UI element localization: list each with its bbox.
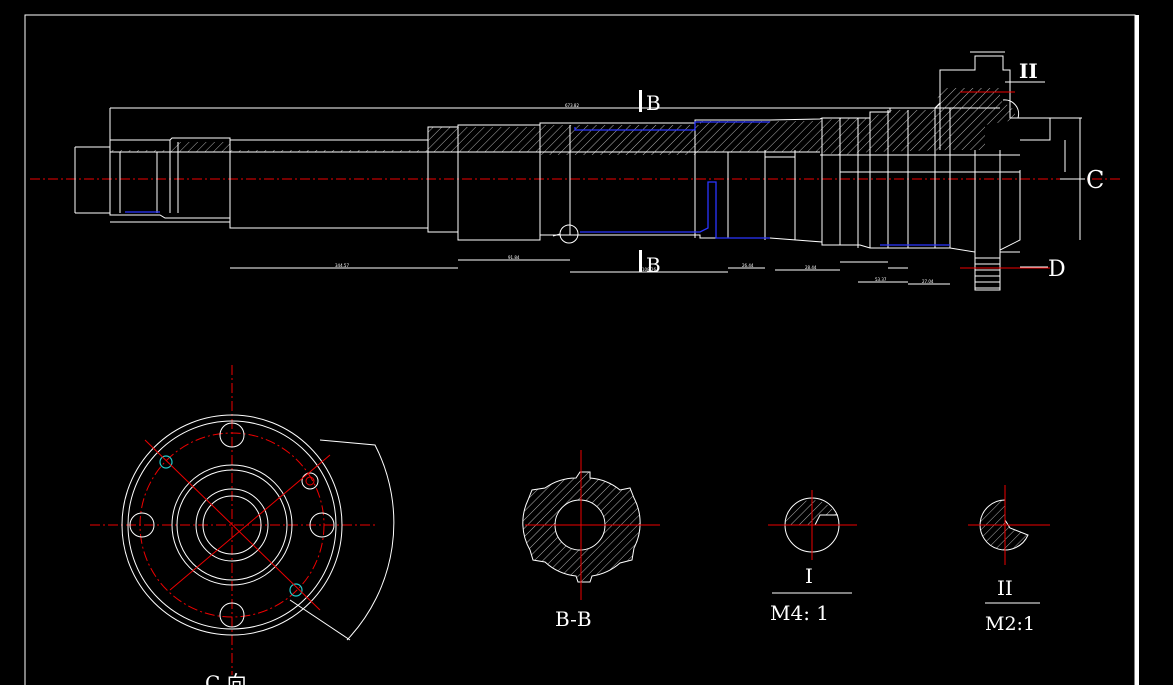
flange-hole-left	[129, 512, 155, 538]
section-label-d: D	[1048, 257, 1066, 282]
b-cut-bottom	[639, 250, 642, 272]
shaft-blue-lines	[125, 121, 950, 246]
flange-hole-right	[309, 512, 335, 538]
d-gear-teeth	[974, 257, 1001, 289]
dim-chain-bottom	[110, 221, 1020, 285]
detail-i-view	[768, 490, 857, 594]
flange-view	[90, 365, 395, 675]
frame-edge	[1135, 15, 1139, 685]
detail-i-scale: M4: 1	[770, 601, 829, 625]
dim-overall	[109, 107, 1000, 140]
section-label-b-bottom: B	[646, 253, 661, 277]
flange-view-title: C 向	[205, 671, 247, 685]
detail-ii-scale: M2:1	[985, 613, 1035, 635]
detail-ii-view	[968, 485, 1050, 604]
dim-bottom-3: 108.26	[642, 267, 656, 272]
detail-ii-callout: II	[1019, 59, 1038, 83]
dim-bottom-1: 344.57	[335, 263, 349, 268]
shaft-main-view: 673.82 344.57 91.84 108.26 26.44 28.44 5…	[30, 51, 1120, 291]
flange-hole-cyan-2	[289, 583, 303, 597]
bb-section-view	[522, 450, 660, 600]
dim-bottom-5: 28.44	[805, 265, 817, 270]
dim-bottom-6: 53.37	[875, 277, 887, 282]
flange-hole-cyan-1	[159, 455, 173, 469]
detail-ii-title: II	[997, 576, 1013, 600]
dim-bottom-2: 91.84	[508, 255, 520, 260]
dim-overall-text: 673.82	[565, 103, 579, 108]
dim-bottom-4: 26.44	[742, 263, 754, 268]
flange-hole-top	[219, 422, 245, 448]
shaft-outline-bottom	[75, 170, 1021, 291]
flange-hole-bottom	[219, 602, 245, 628]
flange-hole-red	[301, 472, 319, 490]
shaft-bore-lines	[110, 151, 1020, 173]
shaft-hatch-upper	[110, 88, 1015, 155]
dim-bottom-7: 27.04	[922, 279, 934, 284]
b-cut-top	[639, 90, 642, 112]
section-label-c: C	[1086, 166, 1104, 194]
detail-i-marker	[559, 224, 579, 244]
detail-ii-marker	[1002, 99, 1020, 119]
detail-i-title: I	[805, 564, 813, 588]
bb-section-title: B-B	[555, 607, 592, 631]
shaft-step-lines	[74, 70, 1001, 290]
section-label-b-top: B	[646, 91, 661, 115]
